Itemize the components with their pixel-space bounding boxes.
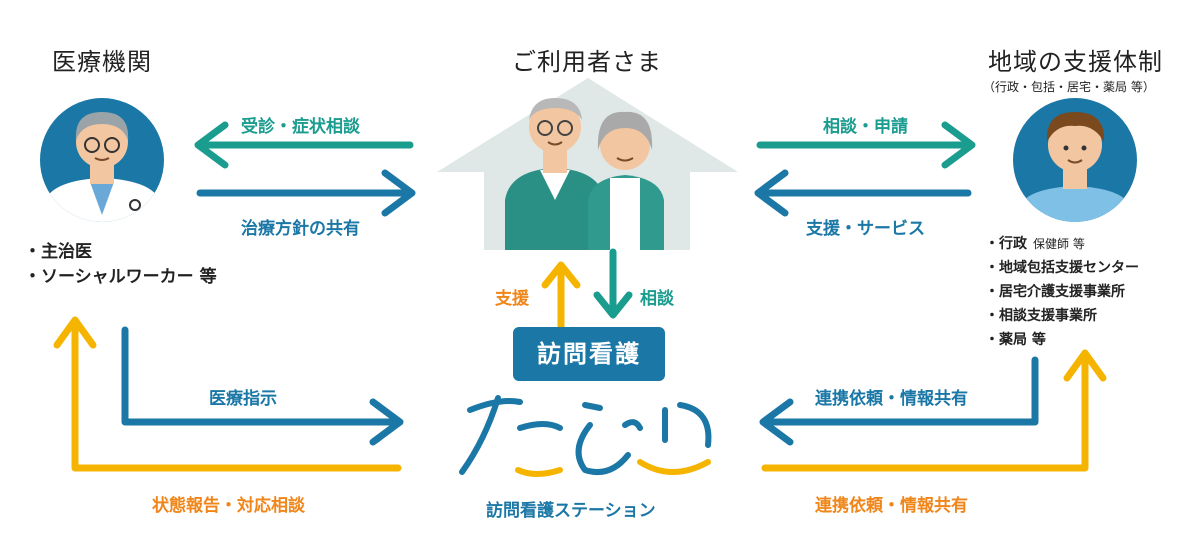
list-item: 薬局 等: [985, 328, 1139, 352]
consult-arrow-down: [593, 248, 633, 319]
list-item: ソーシャルワーカー 等: [24, 265, 217, 290]
policy-sharing-arrow-right: [196, 169, 416, 217]
list-item: 相談支援事業所: [985, 304, 1139, 328]
doctor-avatar-icon: [40, 98, 164, 222]
label-consultation: 受診・症状相談: [241, 117, 360, 137]
visiting-nursing-badge: 訪問看護: [513, 327, 665, 381]
application-arrow-right: [756, 121, 976, 169]
status-report-arrow: [53, 316, 402, 472]
medical-staff-list: 主治医 ソーシャルワーカー 等: [24, 240, 217, 290]
regional-support-subtitle: （行政・包括・居宅・薬局 等）: [983, 80, 1155, 94]
medical-order-arrow: [121, 326, 404, 446]
cooperation-request-arrow-lower: [761, 349, 1107, 472]
label-support: 支援: [495, 289, 529, 309]
service-arrow-left: [754, 169, 972, 217]
label-medical-order: 医療指示: [209, 389, 277, 409]
cooperation-request-arrow-upper: [759, 356, 1039, 446]
support-staff-avatar-icon: [1013, 98, 1137, 222]
support-arrow-up: [541, 261, 581, 334]
label-service: 支援・サービス: [806, 219, 925, 239]
station-logo: [459, 395, 712, 477]
consultation-arrow-left: [194, 121, 414, 169]
label-consult: 相談: [640, 289, 674, 309]
label-cooperation-upper: 連携依頼・情報共有: [815, 389, 968, 409]
list-item-note: 保健師 等: [1033, 237, 1085, 251]
label-status-report: 状態報告・対応相談: [152, 496, 305, 516]
station-name: 訪問看護ステーション: [486, 501, 656, 521]
regional-support-title: 地域の支援体制: [988, 48, 1163, 76]
user-title: ご利用者さま: [512, 48, 662, 76]
list-item: 地域包括支援センター: [985, 256, 1139, 280]
label-cooperation-lower: 連携依頼・情報共有: [815, 496, 968, 516]
elderly-couple-icon: [505, 98, 664, 250]
label-application: 相談・申請: [823, 117, 908, 137]
label-policy-sharing: 治療方針の共有: [241, 219, 360, 239]
medical-institution-title: 医療機関: [52, 48, 152, 76]
list-item: 主治医: [24, 240, 217, 265]
list-item: 居宅介護支援事業所: [985, 280, 1139, 304]
